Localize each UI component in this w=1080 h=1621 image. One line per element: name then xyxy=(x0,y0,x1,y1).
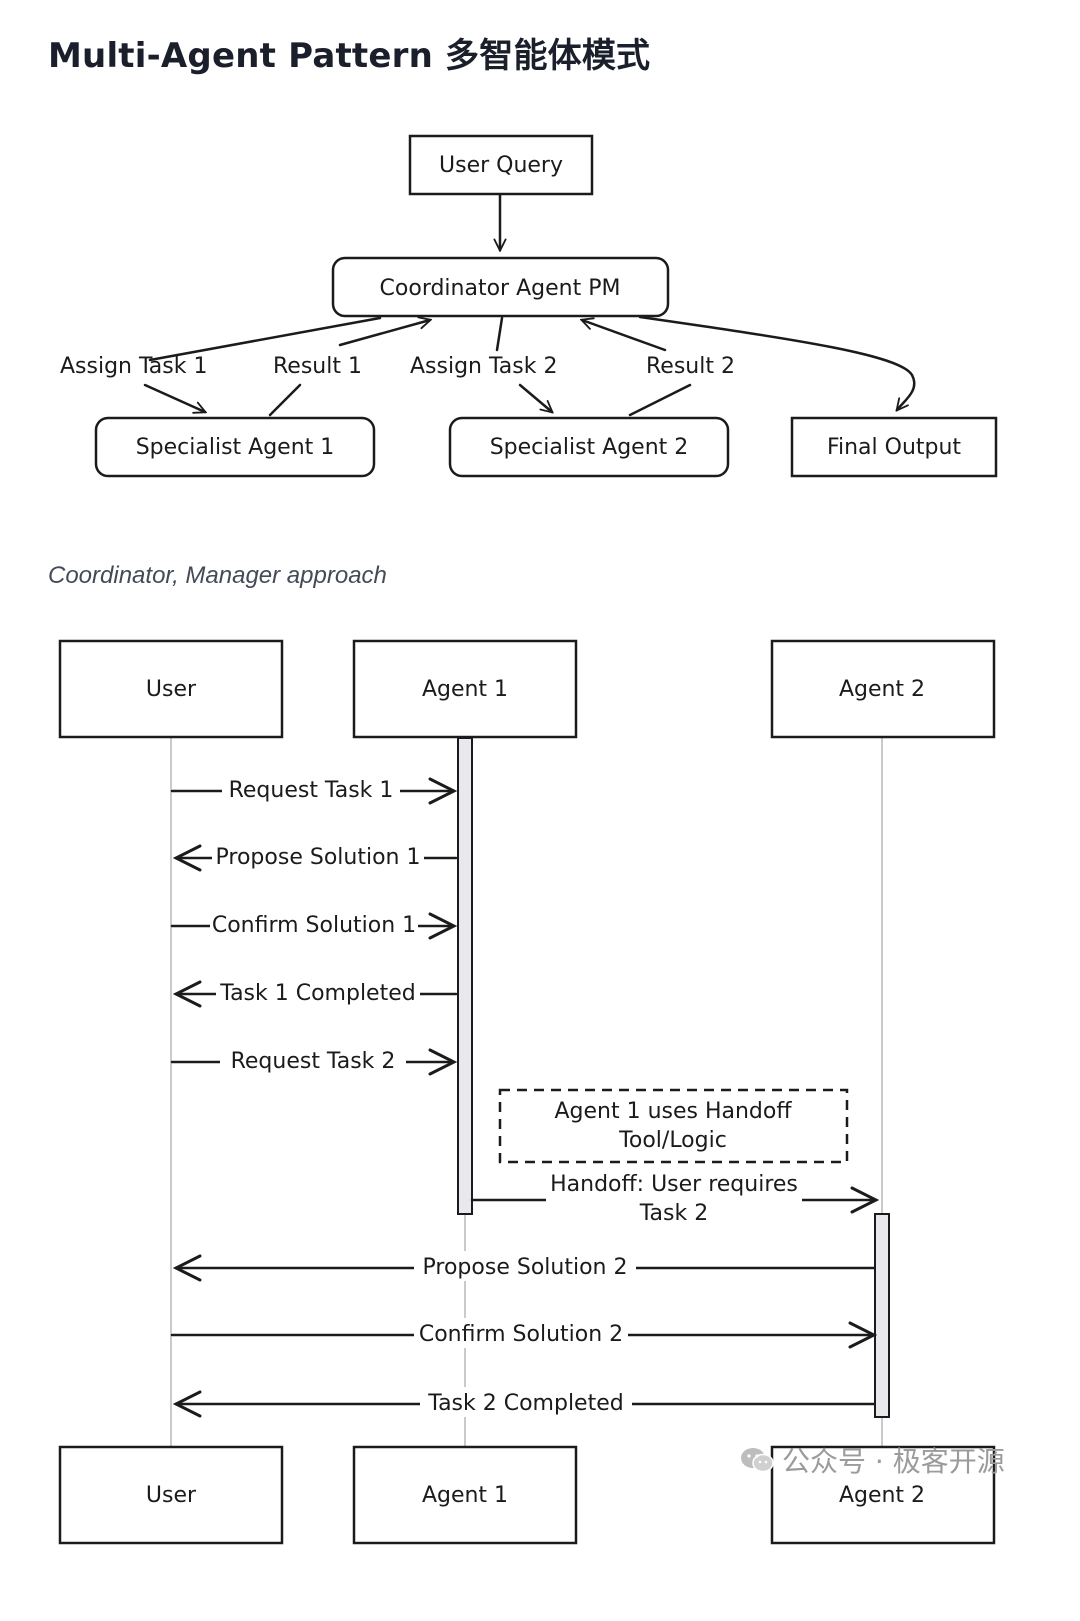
specialist-agent-2-label: Specialist Agent 2 xyxy=(490,435,689,460)
message-label-bg xyxy=(220,1045,406,1075)
message-label-bg xyxy=(210,909,418,939)
participant-agent-1-top xyxy=(352,639,578,739)
message-label-bg xyxy=(414,1251,636,1281)
participant-agent-2-top xyxy=(770,639,996,739)
participant-agent-1-top-label: Agent 1 xyxy=(422,677,508,702)
edge-result1-to-coordinator xyxy=(338,320,430,347)
final-output-node xyxy=(790,416,998,478)
participant-user-bottom-label: User xyxy=(146,1483,197,1508)
watermark-text: 公众号 · 极客开源 xyxy=(782,1445,1005,1478)
participant-user-bottom xyxy=(58,1445,284,1545)
edge-assign1-arrow xyxy=(143,383,205,412)
message-label-handoff-line-2: Task 2 xyxy=(639,1201,708,1226)
sequence-diagram: User Agent 1 Agent 2 Request Task 1 Prop… xyxy=(58,639,996,1545)
message-label-confirm-solution-1: Confirm Solution 1 xyxy=(212,913,416,938)
message-label-bg xyxy=(222,774,400,804)
participant-agent-1-bottom-label: Agent 1 xyxy=(422,1483,508,1508)
message-label-request-task-2: Request Task 2 xyxy=(231,1049,396,1074)
participant-agent-2-bottom-label: Agent 2 xyxy=(839,1483,925,1508)
activation-agent-2 xyxy=(874,1213,890,1418)
handoff-note-line-1: Agent 1 uses Handoff xyxy=(554,1099,792,1124)
specialist-agent-2-node xyxy=(448,416,730,478)
user-query-label: User Query xyxy=(439,153,563,178)
edge-coordinator-to-final-output xyxy=(638,315,916,410)
message-label-propose-solution-2: Propose Solution 2 xyxy=(423,1255,628,1280)
wechat-icon xyxy=(741,1448,774,1473)
final-output-label: Final Output xyxy=(827,435,961,460)
edge-label-assign-task-1: Assign Task 1 xyxy=(60,354,207,379)
participant-agent-2-bottom xyxy=(770,1445,996,1545)
message-label-task-1-completed: Task 1 Completed xyxy=(219,981,415,1006)
participant-agent-1-bottom xyxy=(352,1445,578,1545)
edge-result2-from-specialist xyxy=(628,383,692,417)
message-label-request-task-1: Request Task 1 xyxy=(229,778,394,803)
coordinator-label: Coordinator Agent PM xyxy=(380,276,621,301)
participant-agent-2-top-label: Agent 2 xyxy=(839,677,925,702)
specialist-agent-1-node xyxy=(94,416,376,478)
flow-diagram: User Query Coordinator Agent PM Speciali… xyxy=(60,134,998,478)
message-label-task-2-completed: Task 2 Completed xyxy=(427,1391,623,1416)
message-label-bg xyxy=(414,1318,628,1348)
message-label-bg xyxy=(546,1172,802,1228)
message-label-propose-solution-1: Propose Solution 1 xyxy=(216,845,421,870)
edge-label-assign-task-2: Assign Task 2 xyxy=(410,354,557,379)
handoff-note xyxy=(498,1088,849,1164)
specialist-agent-1-label: Specialist Agent 1 xyxy=(136,435,335,460)
participant-user-top-label: User xyxy=(146,677,197,702)
page-title: Multi-Agent Pattern 多智能体模式 xyxy=(48,36,651,76)
edge-result2-to-coordinator xyxy=(582,320,667,352)
edge-coord-to-assign2-label xyxy=(495,316,504,352)
message-label-bg xyxy=(212,841,424,871)
message-label-handoff-line-1: Handoff: User requires xyxy=(550,1172,798,1197)
participant-user-top xyxy=(58,639,284,739)
edge-label-result-1: Result 1 xyxy=(273,354,362,379)
message-label-confirm-solution-2: Confirm Solution 2 xyxy=(419,1322,623,1347)
edge-coord-to-assign1-label xyxy=(148,316,382,362)
edge-label-result-2: Result 2 xyxy=(646,354,735,379)
edge-result1-from-specialist xyxy=(268,383,302,417)
user-query-node xyxy=(408,134,594,196)
activation-agent-1 xyxy=(457,737,473,1215)
coordinator-node xyxy=(331,256,670,318)
diagram-caption: Coordinator, Manager approach xyxy=(48,562,387,589)
handoff-note-line-2: Tool/Logic xyxy=(618,1128,727,1153)
message-label-bg xyxy=(216,977,420,1007)
message-label-bg xyxy=(420,1387,632,1417)
edge-assign2-arrow xyxy=(518,383,552,412)
watermark: 公众号 · 极客开源 xyxy=(740,1440,1005,1480)
